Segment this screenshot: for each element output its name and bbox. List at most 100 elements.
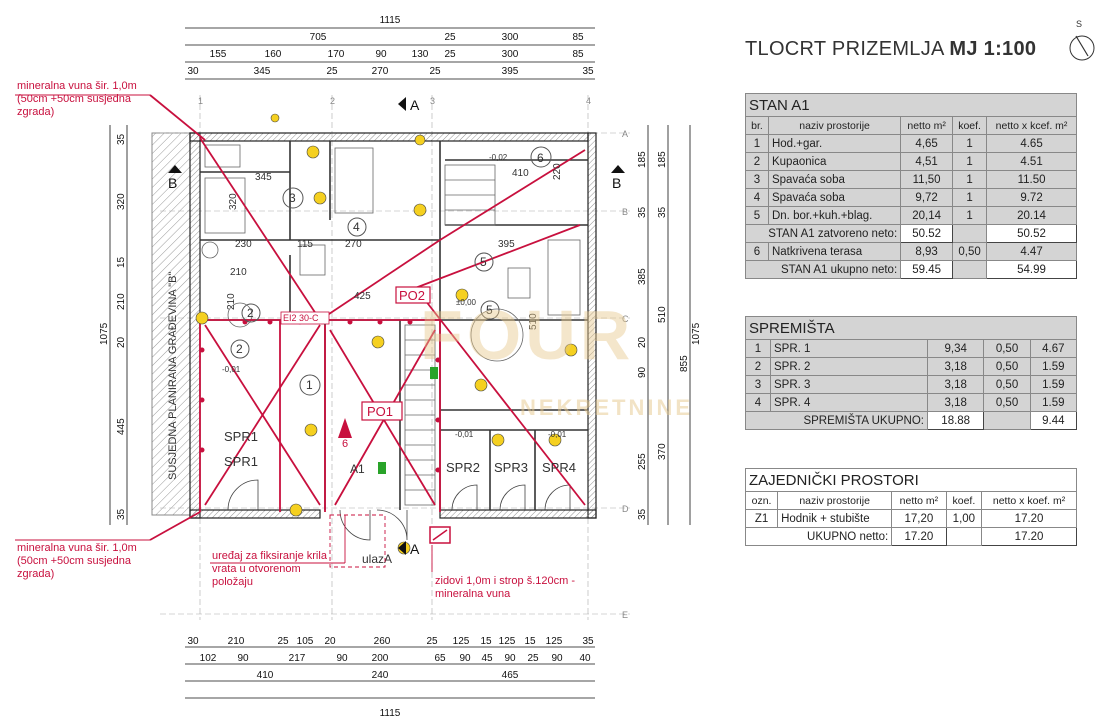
dimension-label: 35 <box>637 206 648 218</box>
table-cell: STAN A1 ukupno neto: <box>744 260 902 279</box>
table-cell: 2 <box>745 152 769 171</box>
table-cell: 8,93 <box>900 242 954 261</box>
table-cell <box>983 411 1031 430</box>
right-overall: 1075 <box>691 322 702 345</box>
note-mineral-wool-bottom: mineralna vuna šir. 1,0m(50cm +50cm susj… <box>17 542 137 580</box>
top-dimension-lines <box>185 27 595 80</box>
table-cell: 0,50 <box>952 242 988 261</box>
table-cell: 1 <box>952 152 988 171</box>
left-dimension-lines <box>109 125 128 525</box>
dimension-label: 370 <box>657 443 668 460</box>
annotation-leaders <box>15 94 433 572</box>
label-410: 410 <box>512 168 529 179</box>
label-345: 345 <box>255 172 272 183</box>
dimension-label: 125 <box>453 636 470 647</box>
table-cell: 9.44 <box>1029 411 1078 430</box>
table-cell: 3 <box>745 170 769 189</box>
room-6-number: 6 <box>537 151 544 165</box>
dimension-label: 385 <box>637 268 648 285</box>
dimension-label: 210 <box>228 636 245 647</box>
dimension-label: A <box>410 97 420 113</box>
table-cell: 1 <box>952 170 988 189</box>
dimension-label: 90 <box>237 653 249 664</box>
compass-label: S <box>1076 19 1082 29</box>
stan-a1-table: STAN A1 br. naziv prostorije netto m² ko… <box>744 93 1077 279</box>
dimension-label: 210 <box>116 293 127 310</box>
dimension-label: 90 <box>459 653 471 664</box>
grid-row-c: C <box>622 314 629 324</box>
label-425: 425 <box>354 291 371 302</box>
left-overall: 1075 <box>99 322 110 345</box>
table-cell: 50.52 <box>900 224 954 243</box>
dimension-label: 160 <box>265 49 282 60</box>
table-cell: SPR. 1 <box>770 339 928 358</box>
zajednicki-total-row: UKUPNO netto: 17.20 17.20 <box>744 527 1077 546</box>
dimension-label: 170 <box>328 49 345 60</box>
spr1-label-a: SPR1 <box>224 429 258 444</box>
table-cell: SPR. 3 <box>770 375 928 394</box>
dimension-label: 102 <box>200 653 217 664</box>
dimension-label: 65 <box>434 653 446 664</box>
dimension-label: 90 <box>504 653 516 664</box>
table-cell: SPR. 4 <box>770 393 928 412</box>
table-cell: 1.59 <box>1029 357 1078 376</box>
table-cell: 20,14 <box>900 206 954 225</box>
table-cell <box>952 224 988 243</box>
label-270: 270 <box>345 239 362 250</box>
entry-label: ulazA <box>362 552 392 566</box>
dimension-label: 155 <box>210 49 227 60</box>
dimension-label: 25 <box>326 66 338 77</box>
floor-plan-drawing: SUSJEDNA PLANIRANA GRAĐEVINA "B" A B C D… <box>15 15 702 719</box>
label-230: 230 <box>235 239 252 250</box>
dimension-label: 300 <box>502 49 519 60</box>
spr1-label-b: SPR1 <box>224 454 258 469</box>
title-scale: MJ 1:100 <box>949 38 1037 60</box>
dimension-label: 90 <box>336 653 348 664</box>
table-cell: 54.99 <box>986 260 1077 279</box>
watermark-text: NEKRETNINE <box>520 395 694 420</box>
exit-signs <box>378 367 438 474</box>
dimension-label: 90 <box>375 49 387 60</box>
room-1-number: 1 <box>306 378 313 392</box>
table-cell: 50.52 <box>986 224 1077 243</box>
dimension-label: 35 <box>657 206 668 218</box>
table-cell: 0,50 <box>983 357 1031 376</box>
dimension-label: 20 <box>324 636 336 647</box>
room-4-number: 4 <box>353 220 360 234</box>
dimension-label: 20 <box>637 336 648 348</box>
note-mineral-wool-top: mineralna vuna šir. 1,0m(50cm +50cm susj… <box>17 80 137 118</box>
dimension-label: 85 <box>572 49 584 60</box>
table-cell: koef. <box>952 116 988 135</box>
po2-label-box: PO2 <box>395 286 431 304</box>
dimension-label: 217 <box>289 653 306 664</box>
spremista-total-row: SPREMIŠTA UKUPNO: 18.88 9.44 <box>745 411 1078 430</box>
spr2-label: SPR2 <box>446 460 480 475</box>
stan-total-row: STAN A1 ukupno neto: 59.45 54.99 <box>744 260 1077 279</box>
table-cell: 4.47 <box>986 242 1077 261</box>
label-lvl-01c: -0,01 <box>548 430 567 439</box>
dimension-label: 40 <box>579 653 591 664</box>
table-cell: 9,72 <box>900 188 954 207</box>
dimension-label: 15 <box>480 636 492 647</box>
dimension-label: 320 <box>116 193 127 210</box>
table-cell: netto m² <box>891 491 947 510</box>
table-cell: 17,20 <box>891 509 947 528</box>
dimension-label: A <box>410 541 420 557</box>
table-cell: 0,50 <box>983 375 1031 394</box>
stan-closed-row: STAN A1 zatvoreno neto: 50.52 50.52 <box>744 224 1077 243</box>
red-arrow-6 <box>338 418 352 438</box>
table-cell: 1 <box>745 134 769 153</box>
dimension-label: 200 <box>372 653 389 664</box>
table-cell: 4.51 <box>986 152 1077 171</box>
dimension-label: 45 <box>481 653 493 664</box>
section-marker-b-left: B <box>168 165 182 191</box>
bottom-overall: 1115 <box>380 708 401 719</box>
room-5b-number: 5 <box>486 303 493 317</box>
label-115: 115 <box>297 239 313 250</box>
table-cell: netto x koef. m² <box>981 491 1077 510</box>
table-cell <box>952 260 988 279</box>
dimension-label: 125 <box>546 636 563 647</box>
table-cell: naziv prostorije <box>767 116 902 135</box>
table-cell: 3,18 <box>926 375 985 394</box>
